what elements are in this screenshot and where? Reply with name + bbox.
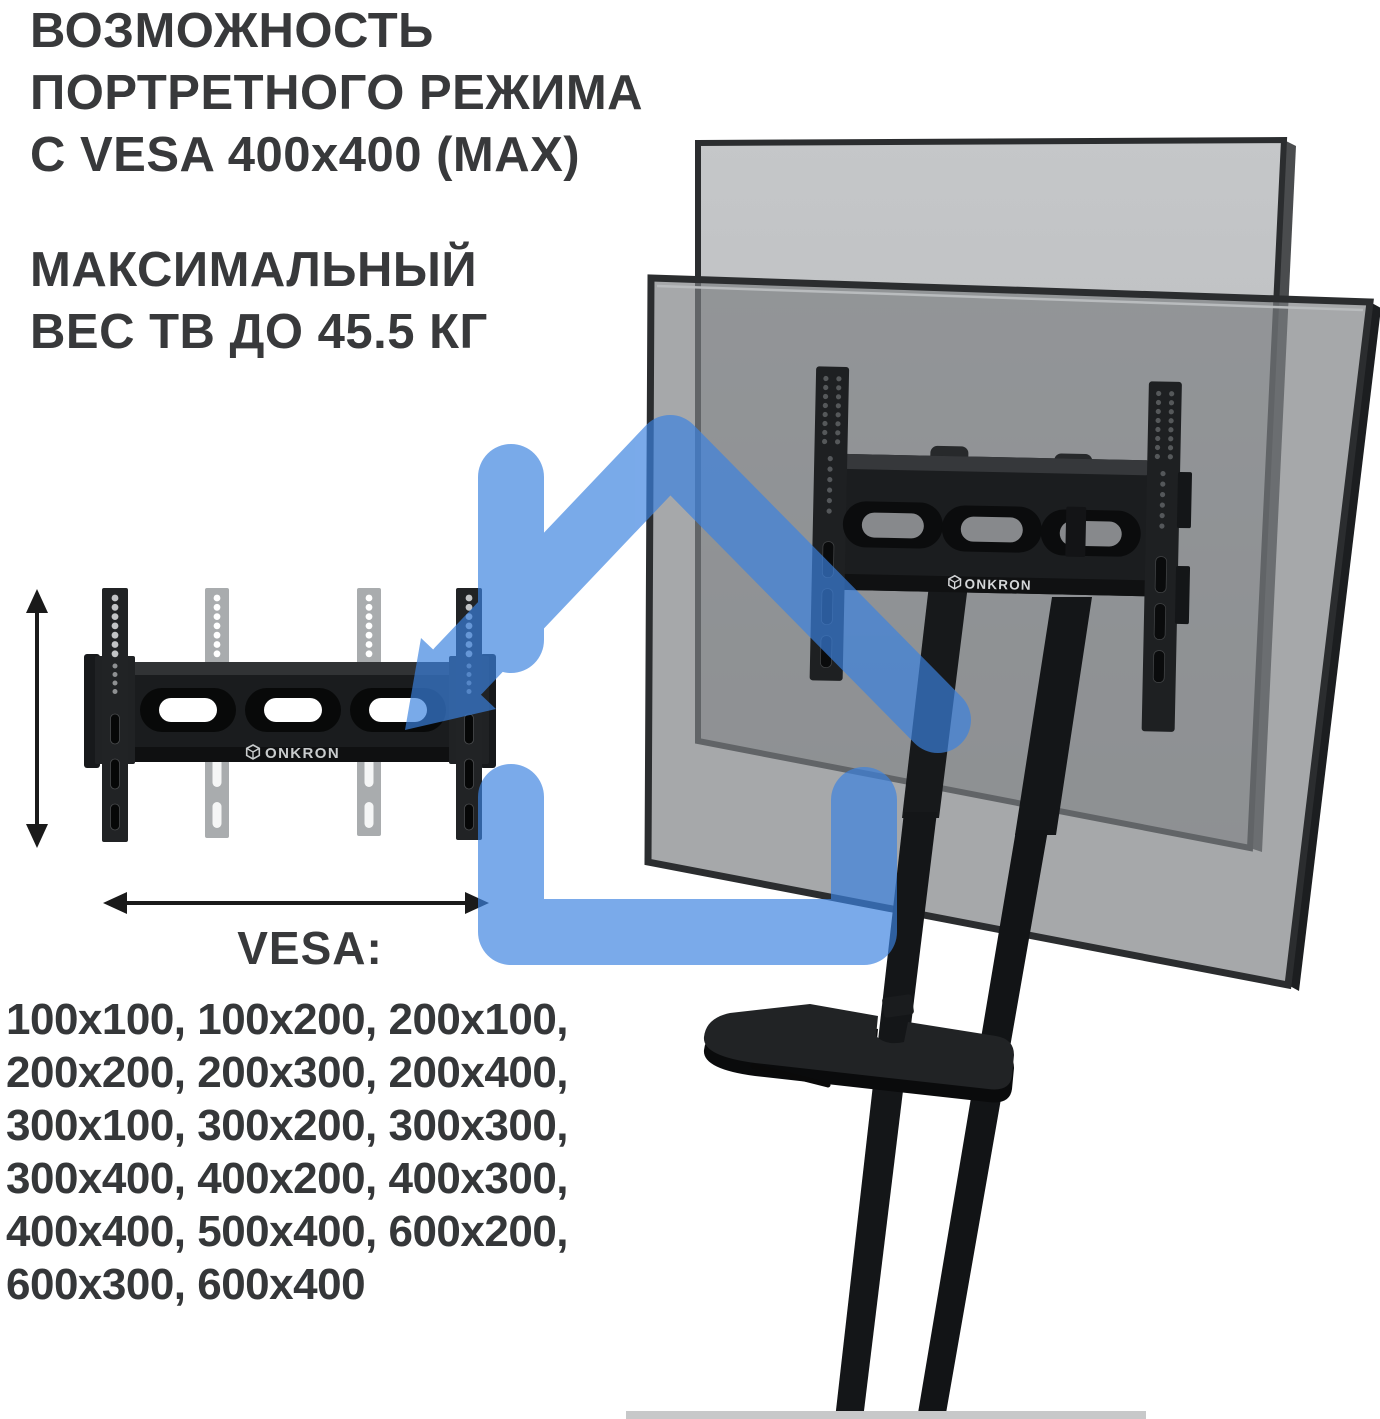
stand-crossbar-shadow: [830, 573, 1149, 597]
vesa-sizes-line-1: 100x100, 100x200, 200x100,: [6, 995, 569, 1044]
width-dimension-arrow: [103, 892, 489, 914]
arrow-up-icon: [26, 589, 48, 613]
floor-line: [626, 1411, 1146, 1419]
stand-brand-logo: ONKRON: [964, 576, 1032, 592]
rail-side-tab: [1174, 565, 1191, 625]
av-shelf: [703, 994, 1014, 1103]
pole-clamp-tab: [1065, 506, 1087, 557]
house-arrow-icon: [405, 415, 971, 965]
stand-brand: ONKRON: [948, 574, 1032, 593]
height-dimension-arrow: [26, 589, 48, 848]
max-weight-line-2: ВЕС ТВ ДО 45.5 КГ: [30, 305, 488, 359]
shelf-clamp: [882, 994, 914, 1018]
house-arrow-head: [405, 638, 496, 730]
rail-side-tab: [1176, 471, 1193, 529]
max-weight-line-1: МАКСИМАЛЬНЫЙ: [30, 243, 478, 297]
vesa-sizes-line-5: 400x400, 500x400, 600x200,: [6, 1207, 569, 1256]
vesa-sizes-line-3: 300x100, 300x200, 300x300,: [6, 1101, 569, 1150]
arrow-down-icon: [26, 824, 48, 848]
vesa-sizes-line-2: 200x200, 200x300, 200x400,: [6, 1048, 569, 1097]
headline-line-2: ПОРТРЕТНОГО РЕЖИМА: [30, 66, 644, 120]
bracket-brand: ONKRON: [245, 744, 340, 762]
shelf-groove: [750, 1063, 831, 1088]
stand-crossbar-highlight: [833, 453, 1152, 476]
bracket-oval-slots: [140, 688, 446, 732]
shelf-top: [703, 1004, 1014, 1090]
house-body-stroke: [478, 764, 897, 965]
vesa-sizes-line-4: 300x400, 400x200, 400x300,: [6, 1154, 569, 1203]
stand-vesa-rail-right: [1141, 381, 1193, 732]
onkron-cube-icon: [245, 744, 261, 760]
bracket-brand-logo: ONKRON: [265, 745, 340, 762]
arrow-left-icon: [103, 892, 127, 914]
arrow-right-icon: [465, 892, 489, 914]
stand-crossbar-slots: [842, 501, 1141, 557]
headline: ВОЗМОЖНОСТЬ ПОРТРЕТНОГО РЕЖИМА С VESA 40…: [30, 0, 643, 186]
bracket-rail-black-left: [95, 588, 135, 842]
vesa-label: VESA:: [237, 922, 383, 974]
onkron-cube-icon: [948, 574, 962, 590]
headline-line-1: ВОЗМОЖНОСТЬ: [30, 4, 434, 58]
vesa-sizes-line-6: 600x300, 600x400: [6, 1260, 366, 1309]
max-weight-note: МАКСИМАЛЬНЫЙ ВЕС ТВ ДО 45.5 КГ: [30, 239, 488, 363]
tv-panel-front-bevel: [656, 284, 1364, 312]
stand-pole-right: [917, 597, 1092, 1419]
headline-line-3: С VESA 400x400 (MAX): [30, 128, 581, 182]
vesa-size-list: 100x100, 100x200, 200x100, 200x200, 200x…: [6, 993, 569, 1311]
